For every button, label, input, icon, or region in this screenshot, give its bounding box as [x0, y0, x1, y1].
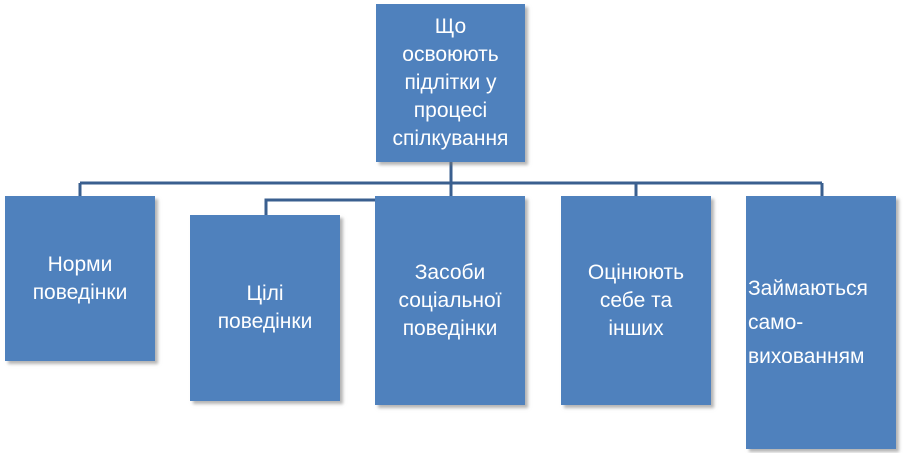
child-label-line: вихованням [748, 344, 865, 368]
child-label-line: Цілі [246, 282, 284, 305]
child-label-line: само- [748, 310, 804, 334]
child-label-line: соціальної [398, 288, 502, 312]
child-label-line: поведінки [32, 280, 128, 304]
child-label-line: Засоби [414, 260, 486, 284]
child-node-self-education: Займаються само- вихованням [746, 196, 896, 449]
child-node-means: Засоби соціальної поведінки [375, 196, 525, 405]
root-label-line: Що [434, 15, 467, 38]
child-label-line: себе та [599, 288, 673, 312]
root-label-line: процесі [413, 99, 488, 122]
child-node-norms: Норми поведінки [5, 196, 155, 361]
connector-to-goals [264, 198, 375, 215]
root-label-line: підлітки у [404, 71, 497, 94]
child-label-line: інших [608, 316, 664, 340]
child-label-line: Норми [47, 252, 113, 276]
root-node: Що освоюють підлітки у процесі спілкуван… [376, 4, 525, 162]
child-node-goals: Цілі поведінки [190, 215, 340, 401]
child-label-line: поведінки [402, 316, 498, 340]
child-label-line: поведінки [217, 310, 313, 333]
child-node-evaluate: Оцінюють себе та інших [561, 196, 711, 405]
child-label-line: Займаються [748, 276, 868, 300]
root-label-line: спілкування [392, 127, 509, 150]
child-label-line: Оцінюють [587, 260, 685, 284]
root-label-line: освоюють [402, 43, 499, 66]
